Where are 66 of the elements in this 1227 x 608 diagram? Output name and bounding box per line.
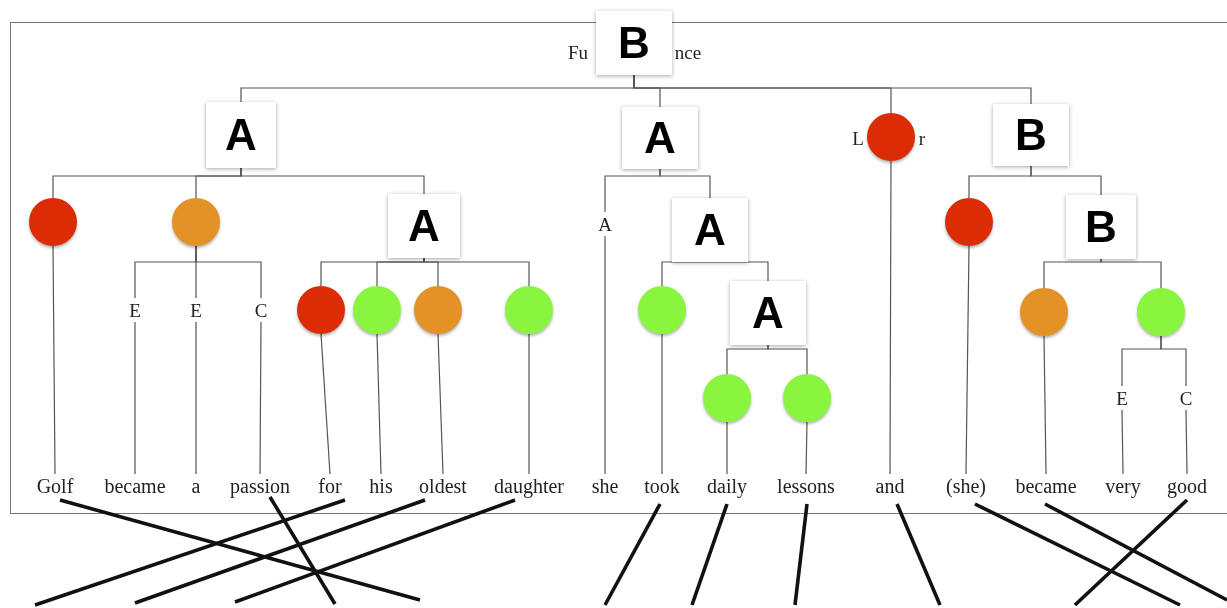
- word: daily: [707, 476, 747, 496]
- label-box: B: [993, 104, 1069, 166]
- connector-line: [965, 245, 970, 475]
- connector-line: [423, 257, 530, 287]
- word: Golf: [36, 476, 74, 496]
- connector-line: [805, 421, 808, 475]
- connector-line: [661, 333, 663, 475]
- connector-line: [195, 321, 197, 475]
- word: his: [369, 476, 393, 496]
- connector-line: [320, 333, 331, 475]
- connector-line: [895, 503, 942, 606]
- connector-line: [1043, 258, 1102, 289]
- connector-line: [134, 498, 426, 605]
- connector-line: [793, 503, 809, 606]
- connector-line: [1043, 335, 1047, 475]
- word: for: [318, 476, 342, 496]
- connector-line: [1185, 409, 1188, 475]
- connector-line: [1160, 335, 1187, 387]
- connector-line: [889, 160, 892, 475]
- label-text: Fu: [567, 42, 589, 62]
- label-text: nce: [674, 42, 702, 62]
- connector-line: [528, 333, 530, 475]
- connector-line: [1100, 258, 1162, 289]
- label-box: A: [730, 281, 806, 345]
- label-box: B: [596, 11, 672, 75]
- word: good: [1167, 476, 1207, 496]
- word: became: [104, 476, 166, 496]
- connector-line: [690, 503, 729, 606]
- connector-line: [259, 321, 262, 475]
- connector-line: [59, 498, 421, 602]
- connector-line: [268, 496, 337, 605]
- word: took: [644, 476, 680, 496]
- connector-line: [726, 421, 728, 475]
- connector-line: [767, 344, 808, 375]
- connector-line: [234, 498, 516, 604]
- connector-line: [376, 333, 382, 475]
- connector-line: [1121, 409, 1124, 475]
- connector-line: [34, 498, 346, 607]
- connector-line: [604, 235, 606, 475]
- connector-line: [1073, 498, 1189, 607]
- label-text: r: [918, 128, 926, 148]
- connector-line: [195, 245, 262, 299]
- connector-line: [633, 74, 1032, 105]
- word: daughter: [494, 476, 564, 496]
- label-text: L: [852, 128, 864, 148]
- connector-line: [437, 333, 444, 475]
- label-box: B: [1066, 195, 1136, 259]
- label-box: A: [622, 107, 698, 169]
- connector-line: [1030, 165, 1102, 196]
- label-box: A: [388, 194, 460, 258]
- connector-line: [603, 503, 662, 606]
- connector-line: [974, 502, 1181, 607]
- word: she: [591, 476, 619, 496]
- word: and: [875, 476, 905, 496]
- connector-line: [134, 321, 136, 475]
- label-box: A: [206, 102, 276, 168]
- word: (she): [946, 476, 986, 496]
- word: became: [1015, 476, 1077, 496]
- label-box: A: [672, 198, 748, 262]
- word: lessons: [777, 476, 835, 496]
- connector-line: [52, 245, 56, 475]
- connector-line: [240, 167, 425, 195]
- word: passion: [230, 476, 290, 496]
- connector-line: [1044, 502, 1227, 602]
- word: oldest: [419, 476, 467, 496]
- connector-line: [659, 168, 711, 199]
